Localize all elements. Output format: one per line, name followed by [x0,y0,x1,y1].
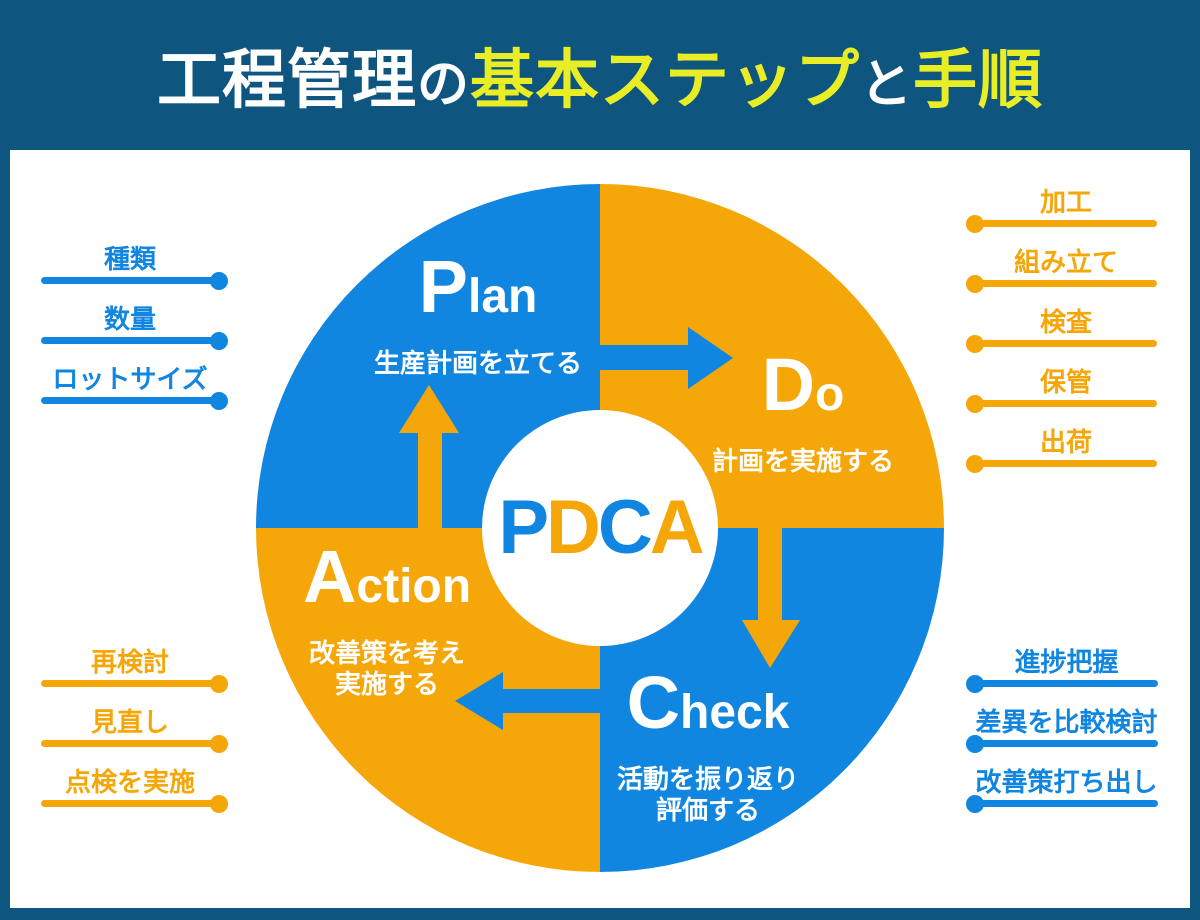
dot-icon [210,794,228,813]
underline [41,391,228,410]
list-item-label: 点検を実施 [64,767,195,797]
title-segment: と [860,56,914,114]
check-initial: C [626,661,681,744]
action-description: 改善策を考え 実施する [303,638,471,700]
pdca-letter-d: D [546,485,601,570]
plan-label: Plan 生産計画を立てる [374,250,582,379]
dot-icon [966,734,984,753]
underline [41,734,228,753]
list-item-label: 加工 [1039,187,1092,217]
underline [966,734,1158,753]
list-item: 加工 [966,184,1157,233]
plan-initial: P [418,245,468,328]
pdca-center-circle: PDCA [482,410,718,646]
title-segment-highlight: 手順 [913,44,1044,116]
page-title: 工程管理の基本ステップと手順 [157,29,1043,121]
list-item: 改善策打ち出し [966,764,1158,813]
list-item: 検査 [966,304,1157,353]
underline [966,334,1157,353]
list-item-label: 種類 [103,244,156,274]
do-word: Do [712,348,894,443]
dot-icon [966,214,984,233]
list-item-label: 検査 [1039,307,1092,337]
pdca-letter-p: P [498,485,549,570]
plan-description: 生産計画を立てる [373,348,583,378]
underline [966,394,1157,413]
dot-icon [966,334,984,353]
underline [966,274,1157,293]
underline [41,271,228,290]
dot-icon [210,391,228,410]
underline [41,674,228,693]
check-label: Check 活動を振り返り 評価する [617,666,799,826]
list-item: 出荷 [966,424,1157,473]
list-item: 差異を比較検討 [966,704,1158,753]
pdca-letter-a: A [649,485,705,570]
dot-icon [210,734,228,753]
check-points-list: 進捗把握 差異を比較検討 改善策打ち出し [966,644,1158,824]
check-description-line2: 評価する [655,795,761,825]
list-item: 組み立て [966,244,1157,293]
underline [966,674,1158,693]
list-item: 数量 [41,301,228,350]
list-item-label: 改善策打ち出し [975,767,1158,797]
action-word: Action [303,540,471,635]
list-item-label: ロットサイズ [52,364,208,394]
action-label: Action 改善策を考え 実施する [303,540,471,700]
action-initial: A [302,535,357,618]
plan-word: Plan [374,250,582,345]
list-item: 種類 [41,241,228,290]
do-steps-list: 加工 組み立て 検査 保管 出荷 [966,184,1157,484]
do-description: 計画を実施する [711,446,895,476]
check-description-line1: 活動を振り返り [616,764,800,794]
underline [41,794,228,813]
list-item-label: 進捗把握 [1014,647,1119,677]
list-item-label: 見直し [90,707,169,737]
underline [966,454,1157,473]
dot-icon [966,794,984,813]
title-segment: の [416,56,470,114]
list-item: 進捗把握 [966,644,1158,693]
do-label: Do 計画を実施する [712,348,894,477]
list-item-label: 再検討 [90,647,169,677]
action-description-line2: 実施する [334,669,440,699]
list-item: 見直し [41,704,228,753]
dot-icon [966,274,984,293]
do-initial: D [761,343,816,426]
dot-icon [210,674,228,693]
do-rest: o [815,368,845,421]
dot-icon [966,454,984,473]
list-item: 保管 [966,364,1157,413]
action-points-list: 再検討 見直し 点検を実施 [41,644,228,824]
dot-icon [210,331,228,350]
action-description-line1: 改善策を考え [308,638,466,668]
list-item: ロットサイズ [41,361,228,410]
plan-rest: lan [467,270,538,323]
pdca-text: PDCA [498,490,704,566]
underline [966,214,1157,233]
list-item-label: 出荷 [1039,427,1092,457]
list-item-label: 保管 [1039,367,1092,397]
action-rest: ction [356,560,472,613]
check-description: 活動を振り返り 評価する [617,764,799,826]
dot-icon [966,394,984,413]
check-rest: heck [680,686,790,739]
list-item-label: 数量 [103,304,156,334]
check-word: Check [617,666,799,761]
title-segment-highlight: 基本ステップ [470,44,860,116]
list-item: 点検を実施 [41,764,228,813]
pdca-letter-c: C [597,485,653,570]
list-item-label: 差異を比較検討 [975,707,1158,737]
title-segment: 工程管理 [156,44,417,116]
list-item: 再検討 [41,644,228,693]
underline [966,794,1158,813]
plan-inputs-list: 種類 数量 ロットサイズ [41,241,228,421]
header: 工程管理の基本ステップと手順 [0,0,1200,150]
list-item-label: 組み立て [1013,247,1118,277]
dot-icon [210,271,228,290]
dot-icon [966,674,984,693]
underline [41,331,228,350]
